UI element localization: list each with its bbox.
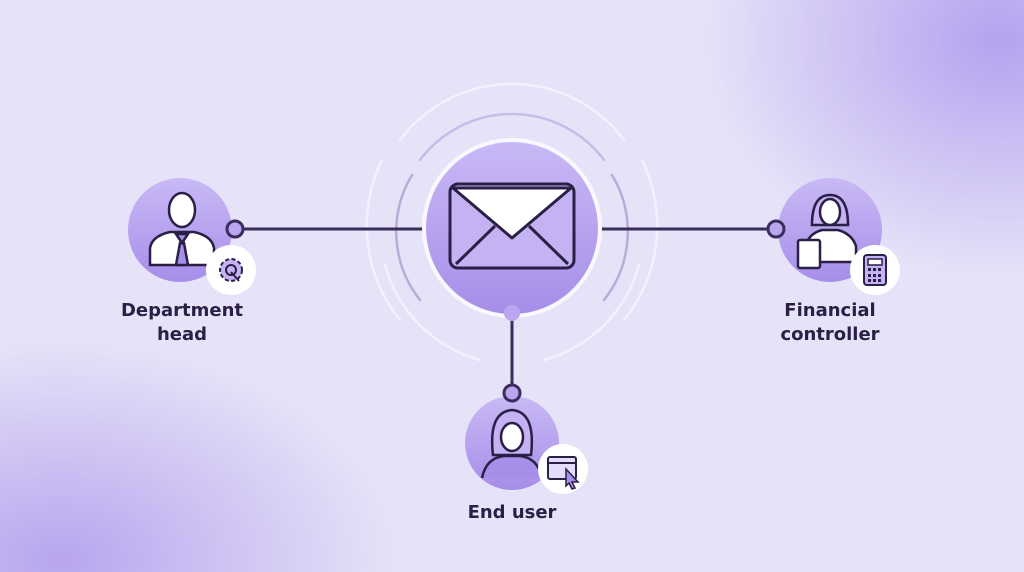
label-line: controller	[780, 324, 880, 345]
email-hub[interactable]	[422, 138, 602, 321]
financial-controller-label: Financial controller	[730, 299, 930, 347]
businessman-icon	[148, 191, 216, 267]
label-line: Department	[120, 300, 244, 321]
signal-waves	[365, 82, 659, 362]
financial-controller-port	[766, 219, 786, 239]
label-line: head	[156, 324, 208, 345]
businesswoman-clipboard-icon	[796, 193, 858, 270]
hub-bottom-port	[504, 305, 520, 321]
envelope-icon	[448, 182, 576, 270]
gear-wrench-icon	[206, 245, 256, 295]
end-user-label: End user	[467, 502, 557, 523]
browser-cursor-icon	[538, 444, 588, 494]
calculator-icon	[850, 245, 900, 295]
label-line: Financial	[784, 300, 876, 321]
department-head-port	[225, 219, 245, 239]
node-end-user[interactable]	[465, 383, 588, 494]
node-department-head[interactable]	[128, 178, 256, 295]
node-financial-controller[interactable]	[766, 178, 900, 295]
department-head-label: Department head	[82, 299, 282, 347]
woman-icon	[480, 408, 544, 479]
connectors	[243, 227, 768, 386]
end-user-port	[502, 383, 522, 403]
